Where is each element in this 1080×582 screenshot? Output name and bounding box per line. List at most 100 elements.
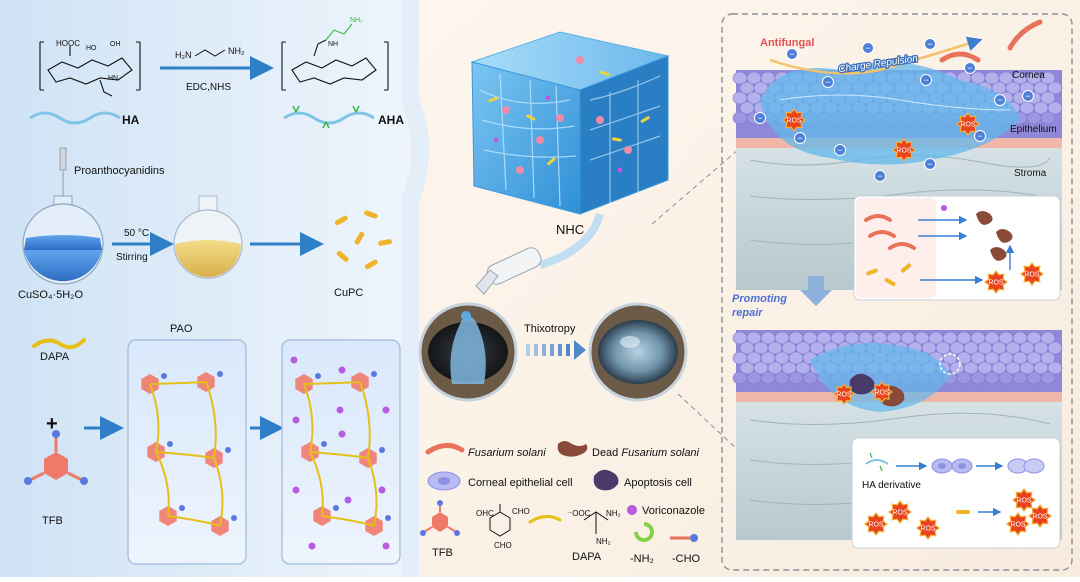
ros-label: ROS	[896, 148, 912, 155]
edc-nhs-label: EDC,NHS	[186, 82, 231, 93]
pao-vori-dot	[338, 366, 346, 374]
gel-stream	[538, 212, 604, 269]
ros-star	[955, 111, 981, 137]
ros-star	[863, 511, 889, 537]
negative-charge: −	[1025, 91, 1030, 101]
charge-repulsion-arrow	[769, 36, 983, 75]
stroma-label: Stroma	[1014, 168, 1047, 179]
legend-dapa-icon	[528, 515, 562, 524]
ros-star	[1019, 261, 1045, 287]
ros-label: ROS	[786, 118, 802, 125]
legend-tfb-icon	[420, 500, 460, 536]
ros-label: ROS	[988, 280, 1004, 287]
tfb-ohc: OHC	[476, 509, 494, 518]
antifungal-label: Antifungal	[760, 37, 814, 49]
legend-dead-fusarium: Dead Fusarium solani	[592, 447, 700, 459]
ha-structure	[39, 41, 141, 97]
promoting-repair-1: Promoting	[732, 293, 787, 305]
negative-charge: −	[927, 39, 932, 49]
negative-charge: −	[977, 131, 982, 141]
repelled-fungus-icon-2	[1007, 19, 1043, 51]
ros-label: ROS	[960, 122, 976, 129]
negative-charge: −	[877, 171, 882, 181]
aha-structure	[281, 23, 389, 91]
ros-label: ROS	[1032, 514, 1048, 521]
pao-vori-dot	[290, 356, 298, 364]
ros-star	[983, 269, 1009, 295]
pao-vori-dot	[308, 542, 316, 550]
flask-cuso4-icon	[22, 195, 104, 285]
pao-dapa-link	[155, 451, 215, 459]
negative-charge: −	[967, 63, 972, 73]
negative-charge: −	[927, 159, 932, 169]
ros-star	[833, 383, 855, 405]
ros-star	[1011, 487, 1037, 513]
legend-fusarium-icon	[425, 443, 465, 455]
legend-epithelial: Corneal epithelial cell	[468, 477, 573, 489]
ros-label: ROS	[892, 510, 908, 517]
legend-fusarium: Fusarium solani	[468, 447, 546, 459]
mechanism-panel	[721, 13, 1073, 571]
pao-vori-panel	[281, 339, 401, 565]
repelled-fungus-icon	[939, 51, 981, 63]
ros-markers-bottom: ROS ROS	[833, 381, 893, 405]
legend-apoptosis-icon	[593, 469, 619, 491]
amine-tail: NH₂	[228, 46, 245, 56]
pao-vori-dot	[292, 486, 300, 494]
pao-dapa-link	[303, 381, 361, 385]
legend-cho: -CHO	[672, 553, 701, 565]
ros-label: ROS	[920, 526, 936, 533]
zoom-line-1	[651, 149, 739, 225]
dapa-icon	[32, 338, 86, 350]
ros-label: ROS	[836, 392, 852, 399]
ros-star	[915, 515, 941, 541]
epithelium-label: Epithelium	[1010, 124, 1057, 135]
dapa-ooc: ⁻OOC	[568, 509, 591, 518]
ha-derivative-label: HA derivative	[862, 480, 921, 491]
cornea-label: Cornea	[1012, 70, 1045, 81]
ros-label: ROS	[874, 390, 890, 397]
dapa-label: DAPA	[40, 351, 70, 363]
pao-dapa-link	[359, 381, 371, 459]
aha-nh2-label: NH₂	[350, 17, 363, 24]
pao-vori-dot	[344, 496, 352, 504]
cupc-rods-icon	[334, 210, 393, 270]
pao-vori-dot	[338, 430, 346, 438]
pao-dapa-link	[213, 457, 224, 527]
legend-vori: Voriconazole	[642, 505, 705, 517]
arrow-to-repair	[800, 276, 832, 306]
promoting-repair-2: repair	[732, 307, 763, 319]
eye-after-icon	[588, 302, 688, 402]
inset-contents	[864, 205, 1015, 286]
eye-before-icon	[418, 302, 518, 402]
pao-dapa-link	[303, 383, 314, 453]
negative-charge: −	[837, 145, 842, 155]
pao-vori-dot	[336, 406, 344, 414]
tfb-icon	[24, 430, 88, 485]
bg-divider	[401, 0, 429, 577]
temp-label: 50 °C	[124, 228, 149, 239]
pao-dapa-link	[309, 451, 324, 517]
nhc-label: NHC	[556, 222, 584, 237]
ros-label: ROS	[868, 522, 884, 529]
pao-vori-dot	[292, 416, 300, 424]
tfb-label: TFB	[42, 515, 63, 527]
flask-gold-icon	[173, 195, 243, 279]
nhc-hydrogel-icon	[470, 31, 670, 215]
legend-dapa-label: DAPA	[572, 551, 602, 563]
legend-nh2: -NH₂	[630, 553, 654, 565]
pao-dapa-link	[149, 383, 160, 453]
ros-markers-top: ROS ROS ROS	[781, 107, 981, 163]
negative-charge: −	[789, 49, 794, 59]
negative-charge: −	[757, 113, 762, 123]
plus-sign: +	[46, 413, 58, 435]
negative-charge: −	[923, 75, 928, 85]
negative-charges: −−−−−−−−−−−−−−	[754, 38, 1034, 182]
dapa-structure	[583, 511, 609, 534]
aha-nh-label: NH	[328, 41, 338, 48]
pao-dapa-link	[367, 457, 378, 527]
ros-star	[891, 137, 917, 163]
pipette-icon	[59, 147, 67, 196]
